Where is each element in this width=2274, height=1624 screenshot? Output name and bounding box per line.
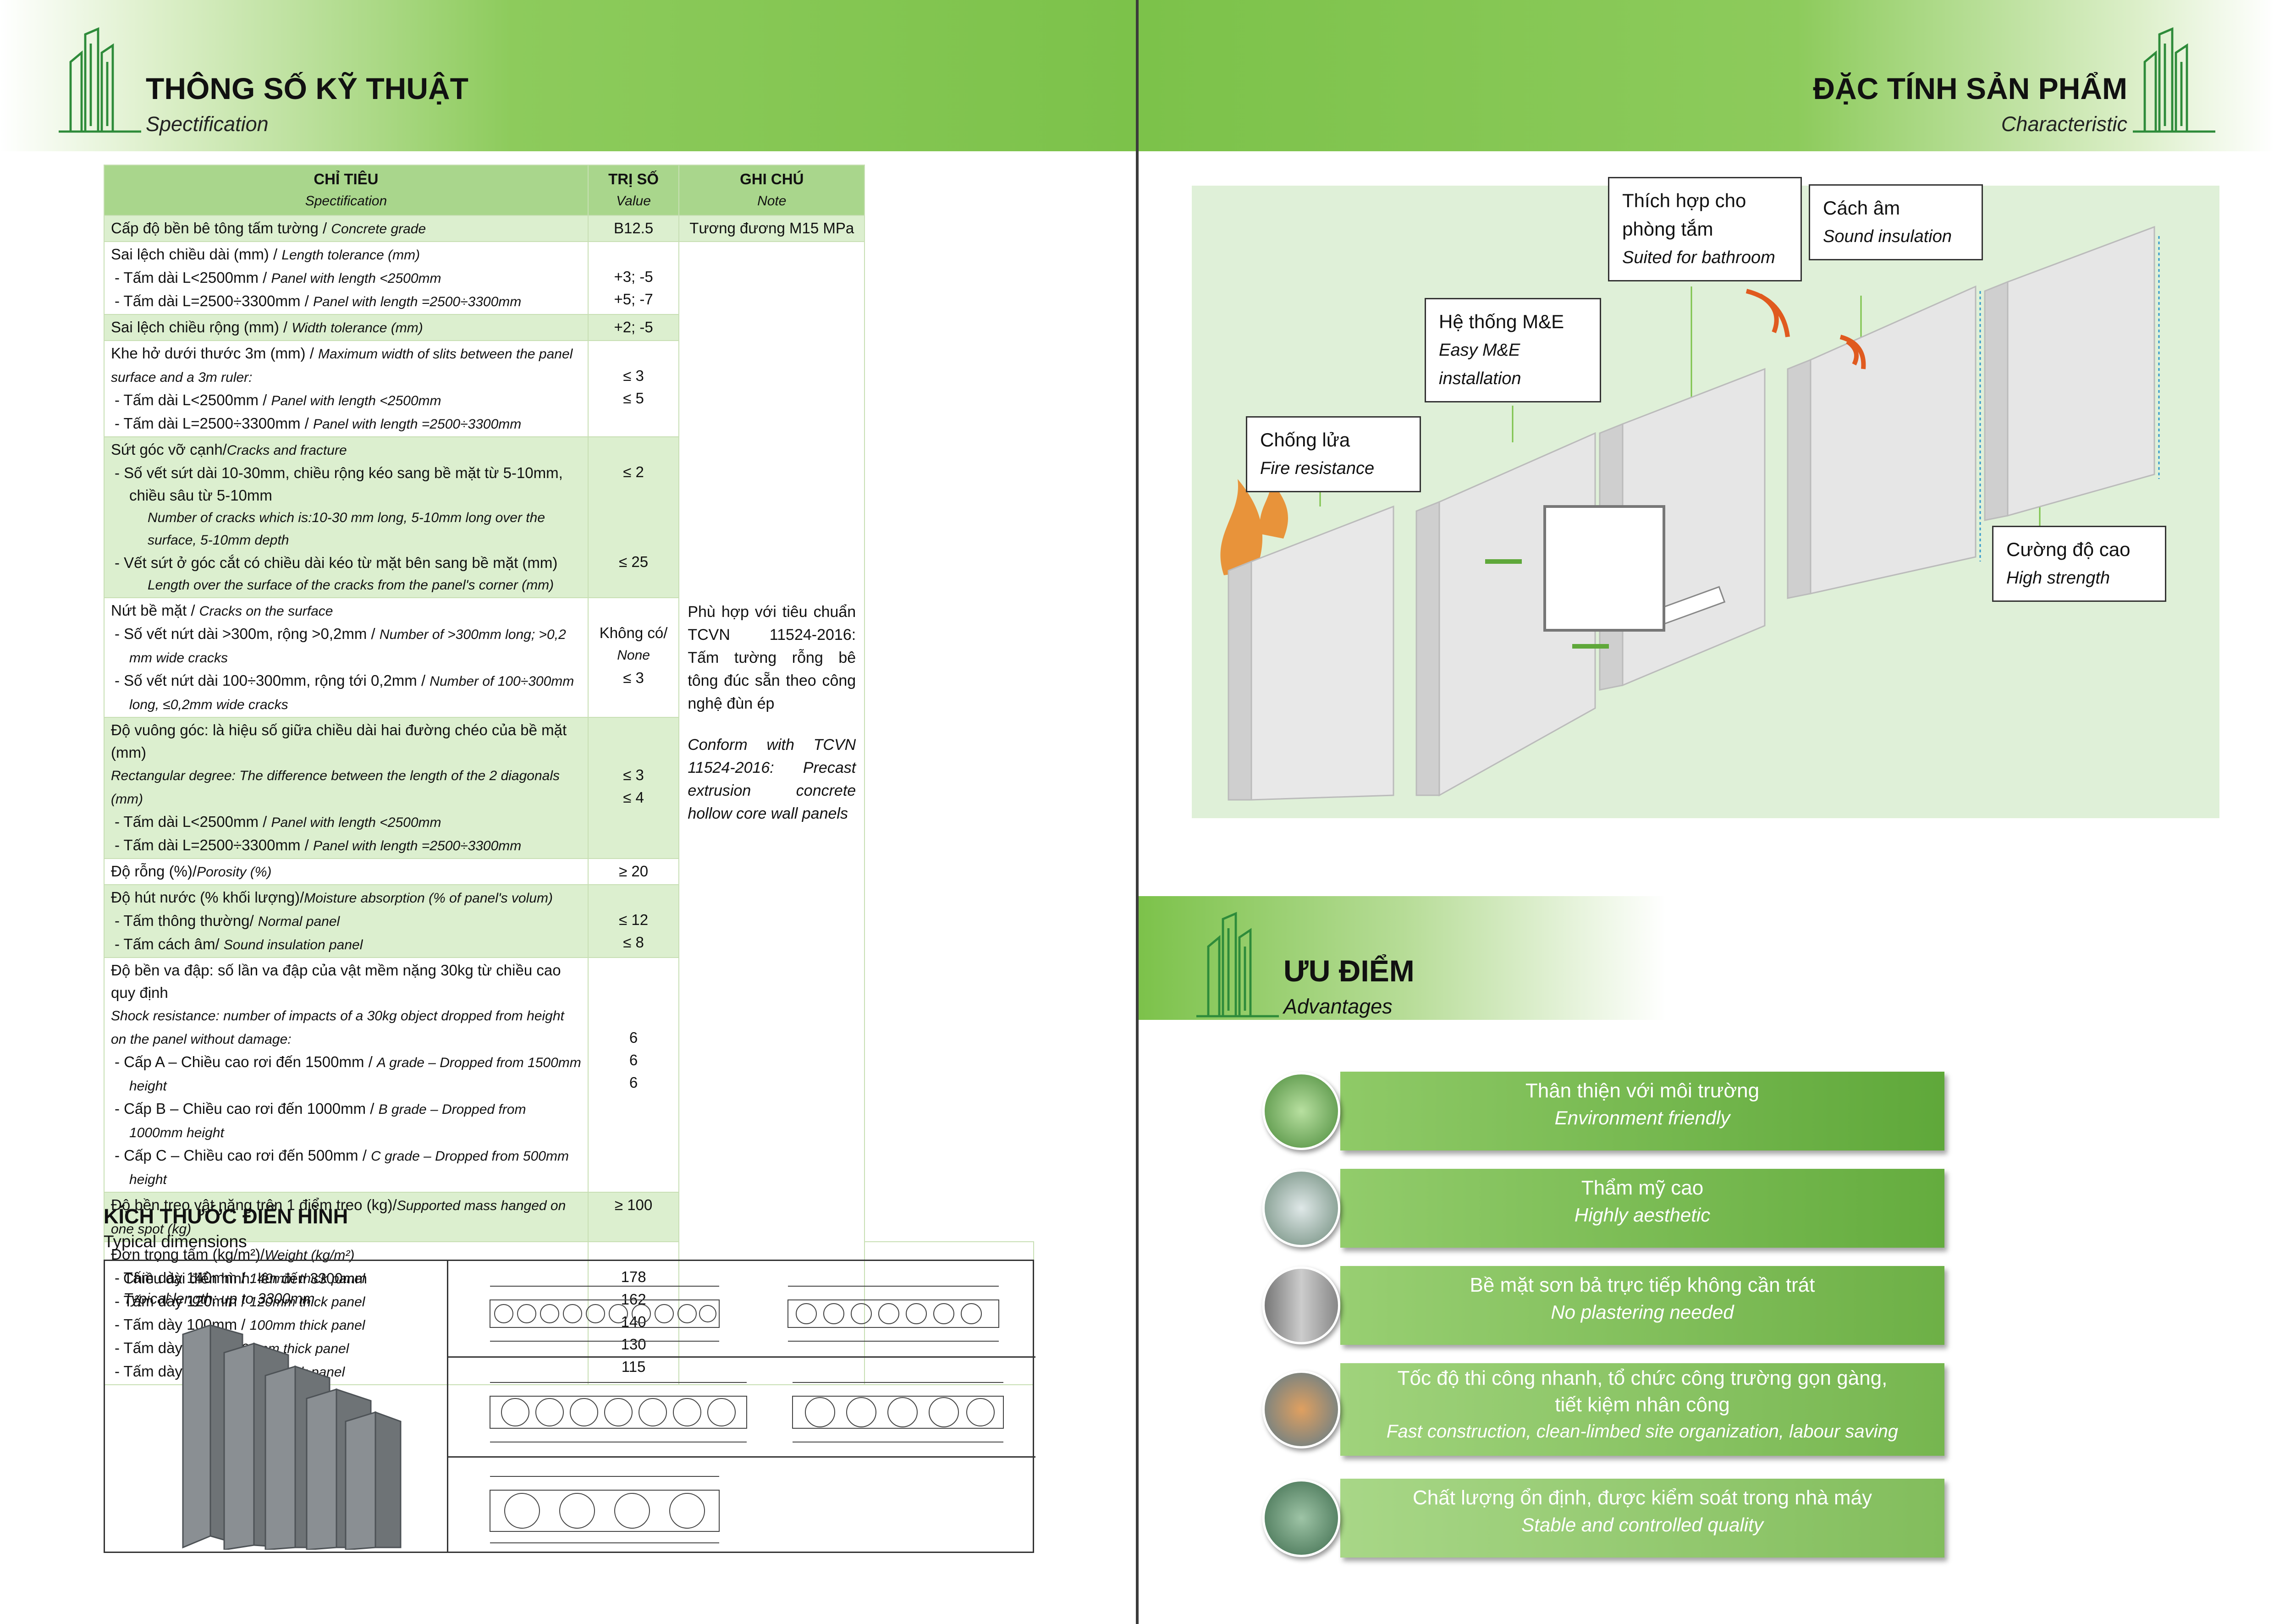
page-title: THÔNG SỐ KỸ THUẬT — [146, 72, 468, 105]
table-row: Độ bền treo vật nặng trên 1 điểm treo (k… — [104, 1192, 1034, 1242]
table-row: Cấp độ bền bê tông tấm tường / Concrete … — [104, 215, 1034, 242]
characteristics-illustration — [1192, 186, 2219, 818]
typical-length-vi: Chiều dài điển hình: lên đến 3300mm — [123, 1270, 367, 1287]
dims-box: Chiều dài điển hình: lên đến 3300mm Typi… — [104, 1260, 1035, 1553]
note-cell: Phù hợp với tiêu chuẩn TCVN 11524-2016: … — [678, 241, 865, 1385]
left-page: THÔNG SỐ KỸ THUẬT Spectification CHỈ TIÊ… — [0, 0, 1136, 1624]
advantage-photo — [1262, 1169, 1340, 1247]
panel-stack-image — [174, 1316, 403, 1551]
table-row: Sai lệch chiều rộng (mm) / Width toleran… — [104, 314, 1034, 341]
right-page: ĐẶC TÍNH SẢN PHẨM Characteristic — [1139, 0, 2274, 1624]
page-subtitle: Characteristic — [2001, 112, 2127, 136]
page-divider — [1136, 0, 1139, 1624]
table-row: Sứt góc vỡ cạnh/Cracks and fracture - Số… — [104, 436, 1034, 598]
typical-length-en: Typical length: up to 3300mm — [123, 1290, 315, 1307]
page-title: ĐẶC TÍNH SẢN PHẨM — [1813, 72, 2127, 105]
advantage-photo — [1262, 1266, 1340, 1344]
building-logo-icon — [1192, 910, 1283, 1020]
table-row: Độ hút nước (% khối lượng)/Moisture abso… — [104, 884, 1034, 958]
advantage-photo — [1262, 1371, 1340, 1448]
page-subtitle: Spectification — [146, 112, 269, 136]
dims-divider — [447, 1356, 1035, 1358]
table-row: Độ rỗng (%)/Porosity (%) ≥ 20 — [104, 858, 1034, 885]
section-drawing-1 — [472, 1272, 1022, 1350]
dims-divider — [447, 1456, 1035, 1458]
advantage-photo — [1262, 1072, 1340, 1150]
advantage-item: Tốc độ thi công nhanh, tổ chức công trườ… — [1262, 1363, 1944, 1456]
header-band — [0, 0, 1136, 151]
advantage-item: Chất lượng ổn định, được kiểm soát trong… — [1262, 1479, 1944, 1558]
dims-vertical-divider — [447, 1261, 448, 1552]
advantages-subtitle: Advantages — [1283, 995, 1393, 1018]
building-logo-icon — [2128, 25, 2220, 135]
advantages-title: ƯU ĐIỂM — [1283, 954, 1415, 988]
table-row: Độ bền va đập: số lần va đập của vật mềm… — [104, 957, 1034, 1193]
table-row: Nứt bề mặt / Cracks on the surface - Số … — [104, 597, 1034, 718]
section-drawing-3 — [472, 1467, 747, 1550]
dims-title: KÍCH THƯỚC ĐIỂN HÌNH — [104, 1205, 348, 1228]
advantage-item: Bề mặt sơn bả trực tiếp không cần trát N… — [1262, 1266, 1944, 1345]
advantage-item: Thân thiện với môi trường Environment fr… — [1262, 1072, 1944, 1151]
table-row: Sai lệch chiều dài (mm) / Length toleran… — [104, 241, 1034, 1385]
section-drawing-2 — [472, 1371, 1022, 1449]
advantage-item: Thẩm mỹ cao Highly aesthetic — [1262, 1169, 1944, 1248]
dims-subtitle: Typical dimensions — [104, 1232, 247, 1251]
header-band — [1139, 0, 2274, 151]
table-row: Độ vuông góc: là hiệu số giữa chiều dài … — [104, 717, 1034, 859]
table-row: Khe hở dưới thước 3m (mm) / Maximum widt… — [104, 340, 1034, 437]
advantage-photo — [1262, 1479, 1340, 1557]
building-logo-icon — [54, 25, 146, 135]
